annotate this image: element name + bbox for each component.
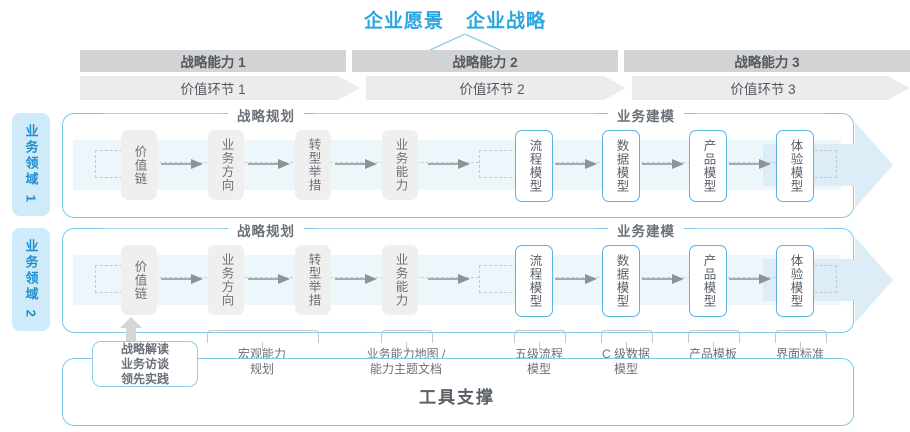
- row-2-box-experience-model[interactable]: 体验模型: [776, 245, 814, 317]
- row-2-box-process-model[interactable]: 流程模型: [515, 245, 553, 317]
- row-1-box-process-model[interactable]: 流程模型: [515, 130, 553, 202]
- row-1-connector-6: [642, 159, 684, 169]
- row-1-modeling-line-right: [695, 113, 825, 114]
- bracket-stem-process-model: [539, 342, 541, 351]
- row-2-modeling-line-right: [695, 228, 825, 229]
- value-link-3: 价值环节 3: [730, 82, 796, 97]
- value-link-row: 价值环节 1 价值环节 2 价值环节 3: [80, 76, 910, 100]
- row-1-connector-1: [161, 159, 203, 169]
- bracket-capability-map: [381, 330, 433, 343]
- row-1-planning-title: 战略规划: [228, 105, 304, 125]
- strategy-read-box[interactable]: 战略解读 业务访谈 领先实践: [92, 341, 198, 387]
- tool-support-container: [62, 358, 854, 426]
- business-domain-row-1: 战略规划 业务建模 价值链 业务方向 转型举措 业务能力 流程模型 数据模型 产…: [62, 105, 893, 218]
- row-1-connector-7: [729, 159, 771, 169]
- capability-header-1: 战略能力 1: [80, 50, 346, 72]
- row-1-box-business-capability[interactable]: 业务能力: [382, 130, 418, 200]
- row-1-box-product-model[interactable]: 产品模型: [689, 130, 727, 202]
- row-2-connector-4: [428, 274, 470, 284]
- bracket-stem-capability-map: [406, 342, 408, 351]
- row-1-box-experience-model[interactable]: 体验模型: [776, 130, 814, 202]
- row-2-planning-title: 战略规划: [228, 220, 304, 240]
- enterprise-strategy-title: 企业战略: [466, 11, 547, 32]
- row-2-box-data-model[interactable]: 数据模型: [602, 245, 640, 317]
- bracket-ui-standard: [775, 330, 827, 343]
- row-2-box-business-capability[interactable]: 业务能力: [382, 245, 418, 315]
- row-2-flow-arrow-icon: [763, 237, 893, 323]
- capability-header-row: 战略能力 1 战略能力 2 战略能力 3: [80, 50, 910, 72]
- row-1-box-business-direction[interactable]: 业务方向: [208, 130, 244, 200]
- value-link-arrow-shapes: [80, 76, 910, 100]
- tool-label-process-model: 五级流程 模型: [514, 347, 563, 376]
- row-1-connector-2: [248, 159, 290, 169]
- row-2-box-business-direction[interactable]: 业务方向: [208, 245, 244, 315]
- value-link-2: 价值环节 2: [459, 82, 525, 97]
- row-1-box-value-chain[interactable]: 价值链: [121, 130, 157, 200]
- domain-label-2: 业务领域 2: [12, 228, 50, 331]
- strategy-read-text: 战略解读 业务访谈 领先实践: [120, 341, 169, 386]
- capability-header-3: 战略能力 3: [624, 50, 910, 72]
- bracket-stem-product-template: [713, 342, 715, 351]
- row-2-planning-line-right: [315, 228, 595, 229]
- tool-label-data-model: C 级数据 模型: [601, 347, 650, 376]
- row-2-connector-7: [729, 274, 771, 284]
- bracket-process-model: [514, 330, 566, 343]
- bracket-stem-ui-standard: [800, 342, 802, 351]
- domain-label-1: 业务领域 1: [12, 113, 50, 216]
- row-2-box-value-chain[interactable]: 价值链: [121, 245, 157, 315]
- business-domain-row-2: 战略规划 业务建模 价值链 业务方向 转型举措 业务能力 流程模型 数据模型 产…: [62, 220, 893, 333]
- row-2-connector-5: [555, 274, 597, 284]
- enterprise-vision-title: 企业愿景: [363, 11, 444, 32]
- row-1-connector-5: [555, 159, 597, 169]
- tool-brackets: [0, 330, 910, 352]
- row-1-box-data-model[interactable]: 数据模型: [602, 130, 640, 202]
- row-2-connector-3: [335, 274, 377, 284]
- capability-header-2: 战略能力 2: [352, 50, 618, 72]
- row-2-modeling-title: 业务建模: [608, 220, 684, 240]
- top-titles: 企业愿景 企业战略: [0, 6, 910, 33]
- tool-label-product-template: 产品模板: [688, 347, 737, 361]
- row-1-planning-line-right: [315, 113, 595, 114]
- tool-label-capability-map: 业务能力地图 / 能力主题文档: [366, 347, 446, 376]
- row-1-dashed-line-b: [541, 162, 791, 164]
- up-arrow-icon: [120, 317, 142, 341]
- row-1-modeling-title: 业务建模: [608, 105, 684, 125]
- bracket-macro-capability: [207, 330, 319, 343]
- tool-label-macro-capability: 宏观能力 规划: [237, 347, 286, 376]
- row-2-box-transformation[interactable]: 转型举措: [295, 245, 331, 315]
- row-2-planning-line-left: [103, 228, 223, 229]
- row-2-connector-1: [161, 274, 203, 284]
- bracket-stem-macro-capability: [262, 342, 264, 351]
- row-2-connector-2: [248, 274, 290, 284]
- tool-label-ui-standard: 界面标准: [775, 347, 824, 361]
- bracket-stem-data-model: [626, 342, 628, 351]
- row-2-connector-6: [642, 274, 684, 284]
- row-1-flow-arrow-icon: [763, 122, 893, 208]
- title-chevron-icon: [430, 34, 500, 50]
- row-2-dashed-line-b: [541, 277, 791, 279]
- tool-support-title: 工具支撑: [419, 388, 495, 407]
- row-1-connector-3: [335, 159, 377, 169]
- bracket-product-template: [688, 330, 740, 343]
- row-1-box-transformation[interactable]: 转型举措: [295, 130, 331, 200]
- value-link-1: 价值环节 1: [180, 82, 246, 97]
- row-2-box-product-model[interactable]: 产品模型: [689, 245, 727, 317]
- row-1-connector-4: [428, 159, 470, 169]
- row-1-planning-line-left: [103, 113, 223, 114]
- bracket-data-model: [601, 330, 653, 343]
